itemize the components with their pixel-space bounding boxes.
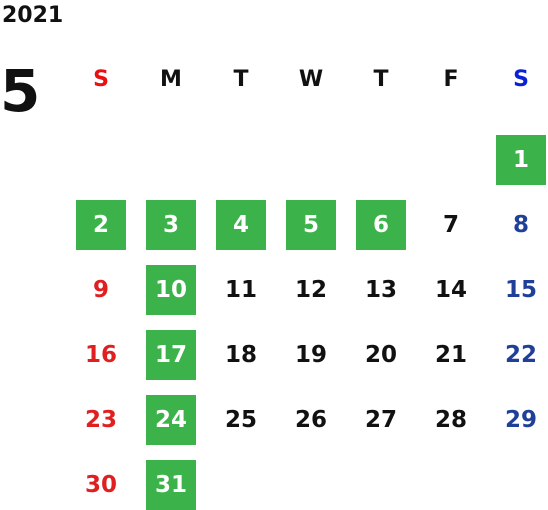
day-cell-25[interactable]: 25 [224,407,257,433]
day-cell-15[interactable]: 15 [504,277,537,303]
day-cell-27[interactable]: 27 [364,407,397,433]
weekday-header-tue: T [233,67,249,92]
day-cell-28[interactable]: 28 [434,407,467,433]
day-cell-18[interactable]: 18 [224,342,257,368]
day-cell-31[interactable]: 31 [146,460,196,510]
day-cell-8[interactable]: 8 [512,212,529,238]
weekday-header-sat: S [513,67,529,92]
day-cell-2[interactable]: 2 [76,200,126,250]
day-cell-19[interactable]: 19 [294,342,327,368]
year-label: 2021 [2,3,64,28]
day-cell-6[interactable]: 6 [356,200,406,250]
day-cell-16[interactable]: 16 [84,342,117,368]
day-cell-21[interactable]: 21 [434,342,467,368]
day-cell-5[interactable]: 5 [286,200,336,250]
day-cell-7[interactable]: 7 [442,212,459,238]
day-cell-1[interactable]: 1 [496,135,546,185]
day-cell-14[interactable]: 14 [434,277,467,303]
day-cell-4[interactable]: 4 [216,200,266,250]
day-cell-26[interactable]: 26 [294,407,327,433]
day-cell-17[interactable]: 17 [146,330,196,380]
weekday-header-mon: M [160,67,182,92]
day-cell-24[interactable]: 24 [146,395,196,445]
day-cell-22[interactable]: 22 [504,342,537,368]
weekday-header-thu: T [373,67,389,92]
weekday-header-fri: F [443,67,459,92]
day-cell-30[interactable]: 30 [84,472,117,498]
day-cell-3[interactable]: 3 [146,200,196,250]
day-cell-13[interactable]: 13 [364,277,397,303]
day-cell-23[interactable]: 23 [84,407,117,433]
day-cell-29[interactable]: 29 [504,407,537,433]
day-cell-11[interactable]: 11 [224,277,257,303]
weekday-header-sun: S [93,67,109,92]
day-cell-9[interactable]: 9 [92,277,109,303]
day-cell-10[interactable]: 10 [146,265,196,315]
month-number: 5 [0,57,41,125]
day-cell-20[interactable]: 20 [364,342,397,368]
weekday-header-wed: W [298,67,324,92]
day-cell-12[interactable]: 12 [294,277,327,303]
